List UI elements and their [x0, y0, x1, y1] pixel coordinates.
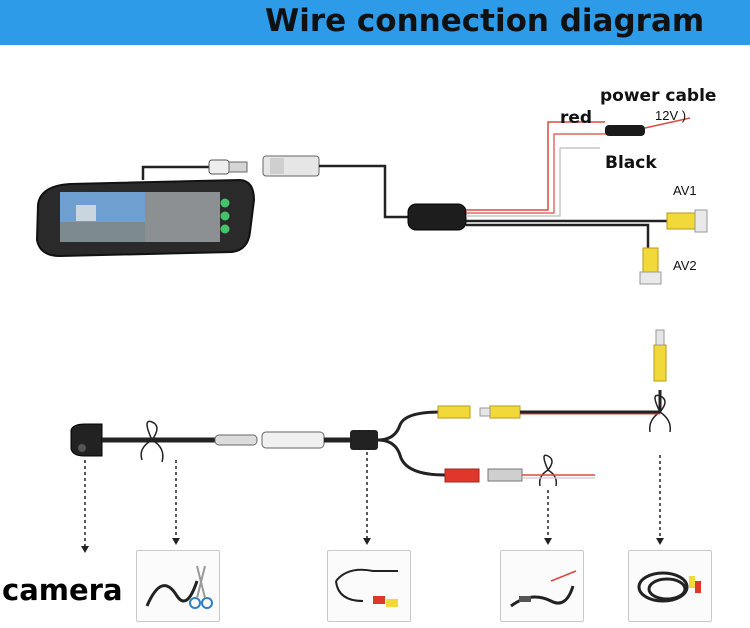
video-rca-female — [437, 405, 471, 419]
black-wire-label: Black — [605, 153, 657, 173]
rear-view-mirror — [35, 178, 256, 258]
cable-tie — [538, 454, 558, 487]
power-connector-red — [444, 468, 480, 483]
mirror-plug-connector — [208, 155, 320, 177]
cable-tie — [140, 420, 164, 463]
thumbnail-splitter-cable — [327, 550, 411, 622]
thumbnail-power-cable — [500, 550, 584, 622]
camera-label: camera — [2, 573, 123, 607]
dashed-arrows — [84, 452, 661, 547]
extension-plug — [261, 431, 325, 449]
mirror-led — [220, 198, 230, 208]
av1-label: AV1 — [673, 183, 697, 198]
fuse-holder — [605, 125, 645, 136]
voltage-label: 12V ) — [655, 108, 687, 123]
power-cable-label: power cable — [600, 86, 717, 106]
power-connector-plug — [487, 468, 523, 482]
title-bar: Wire connection diagram — [0, 0, 750, 45]
video-rca-male — [489, 405, 521, 419]
splitter-box — [407, 203, 467, 231]
av2-label: AV2 — [673, 258, 697, 273]
camera-plug — [214, 434, 258, 446]
red-wire-label: red — [560, 108, 593, 128]
camera-housing — [70, 423, 103, 457]
av1-connector — [666, 209, 708, 233]
mirror-led — [220, 224, 230, 234]
diagram-title: Wire connection diagram — [265, 3, 705, 39]
thumbnail-camera-cable — [136, 550, 220, 622]
scissors-icon — [189, 565, 213, 609]
av2-connector — [639, 247, 662, 285]
video-rca-output — [653, 344, 667, 382]
mirror-led — [220, 211, 230, 221]
thumbnail-extension-cable — [628, 550, 712, 622]
cable-tie — [648, 394, 672, 433]
y-splitter — [350, 430, 378, 450]
